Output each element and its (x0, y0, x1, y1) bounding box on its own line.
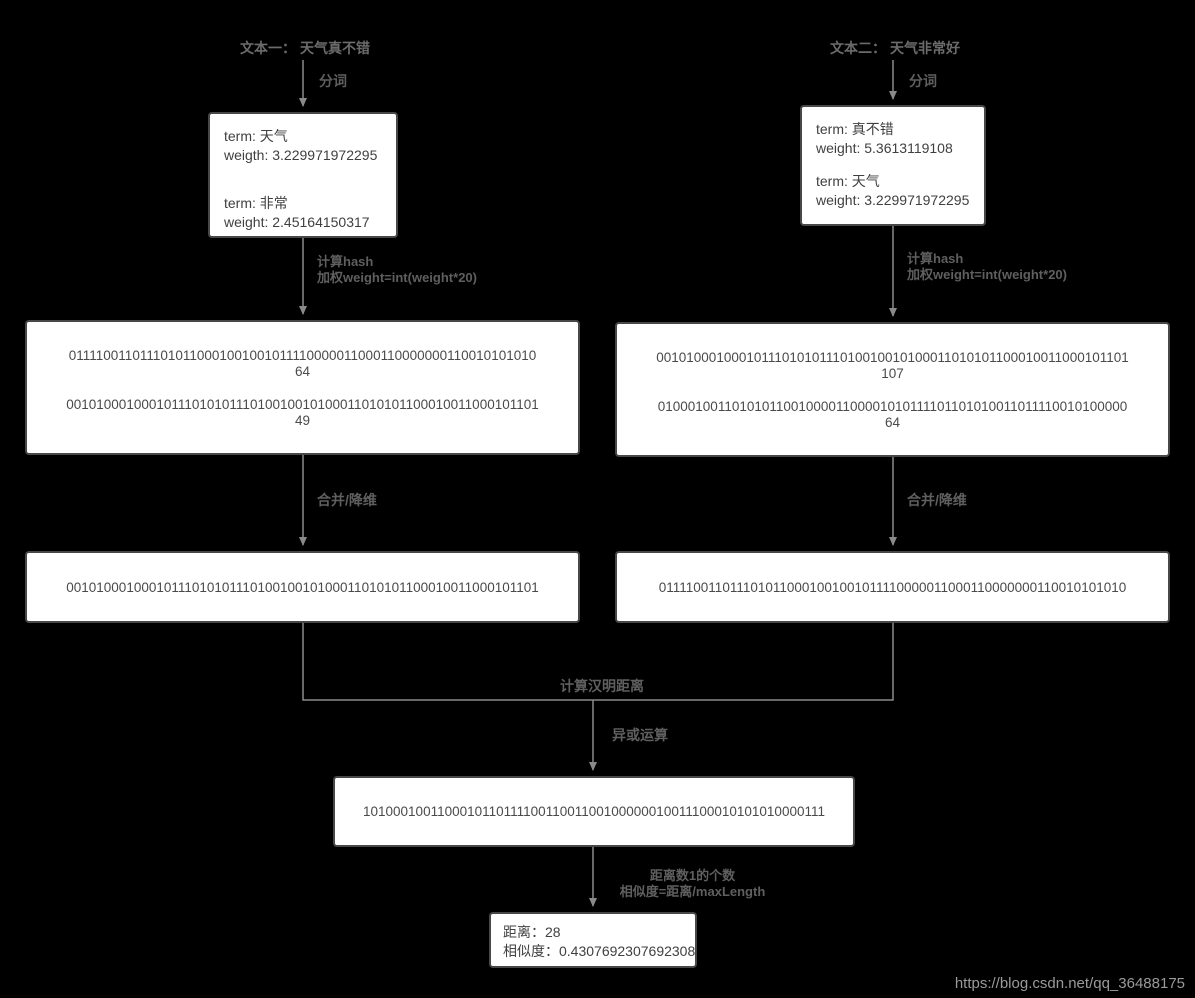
hash-box-text1: 0111100110111010110001001001011110000011… (25, 320, 580, 455)
hash-label-line1: 计算hash (907, 251, 964, 266)
merged-bits: 0111100110111010110001001001011110000011… (658, 579, 1127, 595)
text1-value: 天气真不错 (300, 40, 370, 56)
term-weight: weight: 3.229971972295 (816, 192, 970, 208)
edge-label-hamming: 计算汉明距离 (560, 678, 644, 694)
text2-label: 文本二： (830, 40, 886, 56)
term-weight: weigth: 3.229971972295 (224, 147, 378, 163)
hash-label-line2: 加权weight=int(weight*20) (907, 267, 1067, 282)
watermark-url: https://blog.csdn.net/qq_36488175 (954, 975, 1185, 992)
hash-entry: 0010100010001011101010111010010010100011… (66, 396, 539, 429)
hash-bits: 0100010011010101100100001100001010111101… (657, 398, 1128, 414)
hash-bits: 0010100010001011101010111010010010100011… (66, 396, 539, 412)
edge-label-segment-left: 分词 (319, 73, 347, 89)
edge-label-hash-left: 计算hash 加权weight=int(weight*20) (317, 254, 477, 286)
term-box-text2: term: 真不错 weight: 5.3613119108 term: 天气 … (800, 105, 986, 226)
merged-hash-box-text1: 0010100010001011101010111010010010100011… (25, 551, 580, 623)
edge-label-distance: 距离数1的个数 相似度=距离/maxLength (605, 868, 780, 900)
text2-value: 天气非常好 (890, 40, 960, 56)
term-box-text1: term: 天气 weigth: 3.229971972295 term: 非常… (208, 112, 398, 238)
hash-entry: 0010100010001011101010111010010010100011… (656, 349, 1129, 382)
hash-box-text2: 0010100010001011101010111010010010100011… (615, 322, 1170, 457)
term-name: term: 真不错 (816, 121, 894, 137)
hash-count: 49 (294, 412, 311, 428)
hash-entry: 0111100110111010110001001001011110000011… (69, 347, 537, 380)
term-entry: term: 天气 weigth: 3.229971972295 (224, 127, 382, 165)
xor-result-box: 1010001001100010110111100110011001000000… (333, 776, 855, 847)
edge-label-hash-right: 计算hash 加权weight=int(weight*20) (907, 251, 1067, 283)
hash-label-line1: 计算hash (317, 254, 374, 269)
hash-bits: 0111100110111010110001001001011110000011… (68, 347, 537, 363)
result-box: 距离：28 相似度：0.4307692307692308 (489, 912, 697, 968)
connector-hamming (302, 623, 894, 701)
hash-count: 64 (294, 363, 311, 379)
term-name: term: 天气 (816, 173, 880, 189)
term-entry: term: 真不错 weight: 5.3613119108 (816, 120, 970, 158)
result-similarity: 相似度：0.4307692307692308 (503, 943, 696, 959)
hash-count: 64 (884, 414, 901, 430)
merged-hash-box-text2: 0111100110111010110001001001011110000011… (615, 551, 1170, 623)
hash-entry: 0100010011010101100100001100001010111101… (658, 398, 1128, 431)
term-weight: weight: 5.3613119108 (816, 140, 953, 156)
text1-label: 文本一： (240, 40, 296, 56)
hash-label-line2: 加权weight=int(weight*20) (317, 270, 477, 285)
distance-label-line2: 相似度=距离/maxLength (619, 884, 766, 899)
edge-label-segment-right: 分词 (909, 73, 937, 89)
term-name: term: 天气 (224, 128, 288, 144)
term-entry: term: 非常 weight: 2.45164150317 (224, 194, 382, 232)
term-weight: weight: 2.45164150317 (224, 214, 370, 230)
term-entry: term: 天气 weight: 3.229971972295 (816, 172, 970, 210)
hash-count: 107 (881, 365, 904, 381)
term-name: term: 非常 (224, 195, 288, 211)
hash-bits: 0010100010001011101010111010010010100011… (656, 349, 1129, 365)
merged-bits: 0010100010001011101010111010010010100011… (66, 579, 539, 595)
result-distance: 距离：28 (503, 924, 561, 940)
distance-label-line1: 距离数1的个数 (649, 868, 736, 883)
xor-bits: 1010001001100010110111100110011001000000… (363, 804, 825, 819)
edge-label-xor: 异或运算 (612, 727, 668, 743)
edge-label-merge-right: 合并/降维 (907, 492, 967, 508)
edge-label-merge-left: 合并/降维 (317, 492, 377, 508)
